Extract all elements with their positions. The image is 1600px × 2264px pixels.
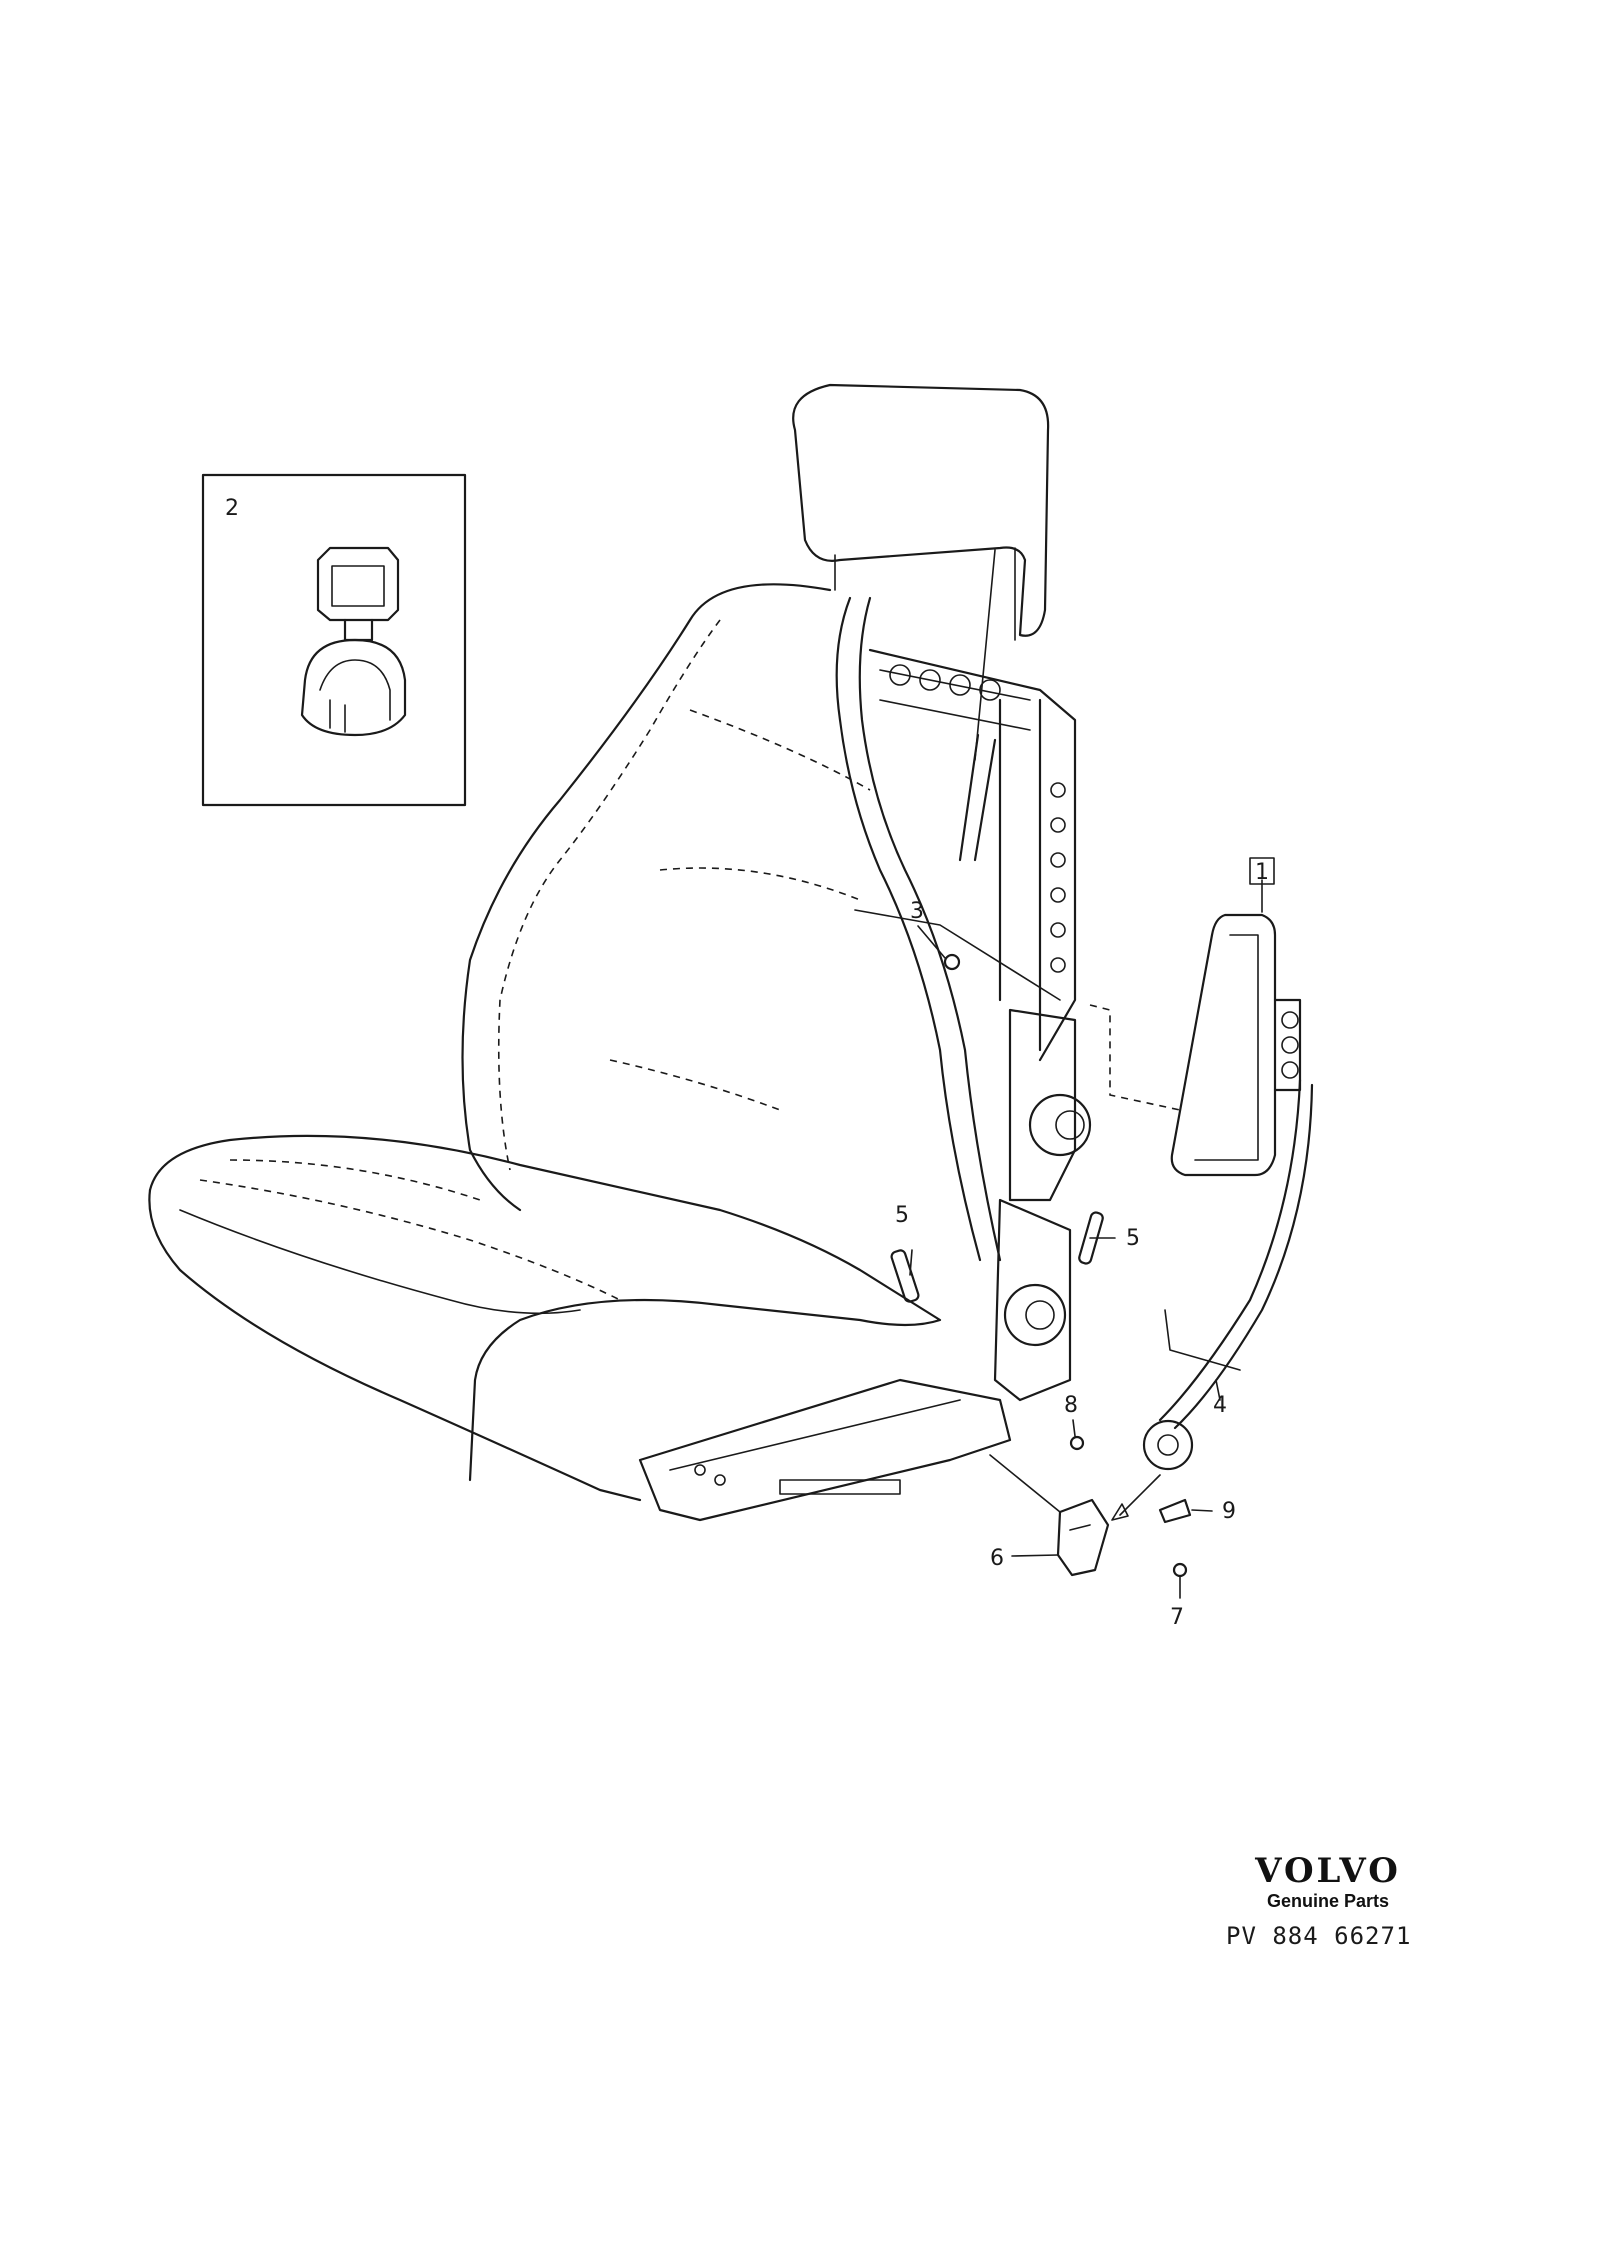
callout-6: 6 — [990, 1546, 1004, 1571]
small-parts — [890, 953, 1192, 1578]
inset-box — [201, 473, 467, 807]
callout-5b: 5 — [1126, 1226, 1140, 1251]
callout-5a: 5 — [895, 1203, 909, 1228]
connector-inset-icon — [300, 546, 407, 737]
callout-2: 2 — [225, 496, 239, 521]
callout-1: 1 — [1255, 860, 1269, 885]
brand-wordmark: VOLVO — [1255, 1851, 1401, 1891]
callout-7: 7 — [1170, 1605, 1184, 1630]
airbag-module-illustration — [1142, 913, 1314, 1471]
callout-labels: 1 2 3 4 5 5 6 7 8 9 — [225, 496, 1275, 1630]
callout-3: 3 — [910, 899, 924, 924]
drawing-number: PV 884 66271 — [1226, 1922, 1412, 1950]
brand-subtitle: Genuine Parts — [1266, 1891, 1390, 1911]
callout-9: 9 — [1222, 1499, 1236, 1524]
seat-illustration — [148, 383, 1092, 1522]
volvo-logo: VOLVO Genuine Parts — [1228, 1852, 1428, 1912]
callout-4: 4 — [1213, 1393, 1227, 1418]
callout-8: 8 — [1064, 1393, 1078, 1418]
callout-box-1 — [1249, 857, 1275, 885]
leader-lines — [909, 879, 1263, 1599]
